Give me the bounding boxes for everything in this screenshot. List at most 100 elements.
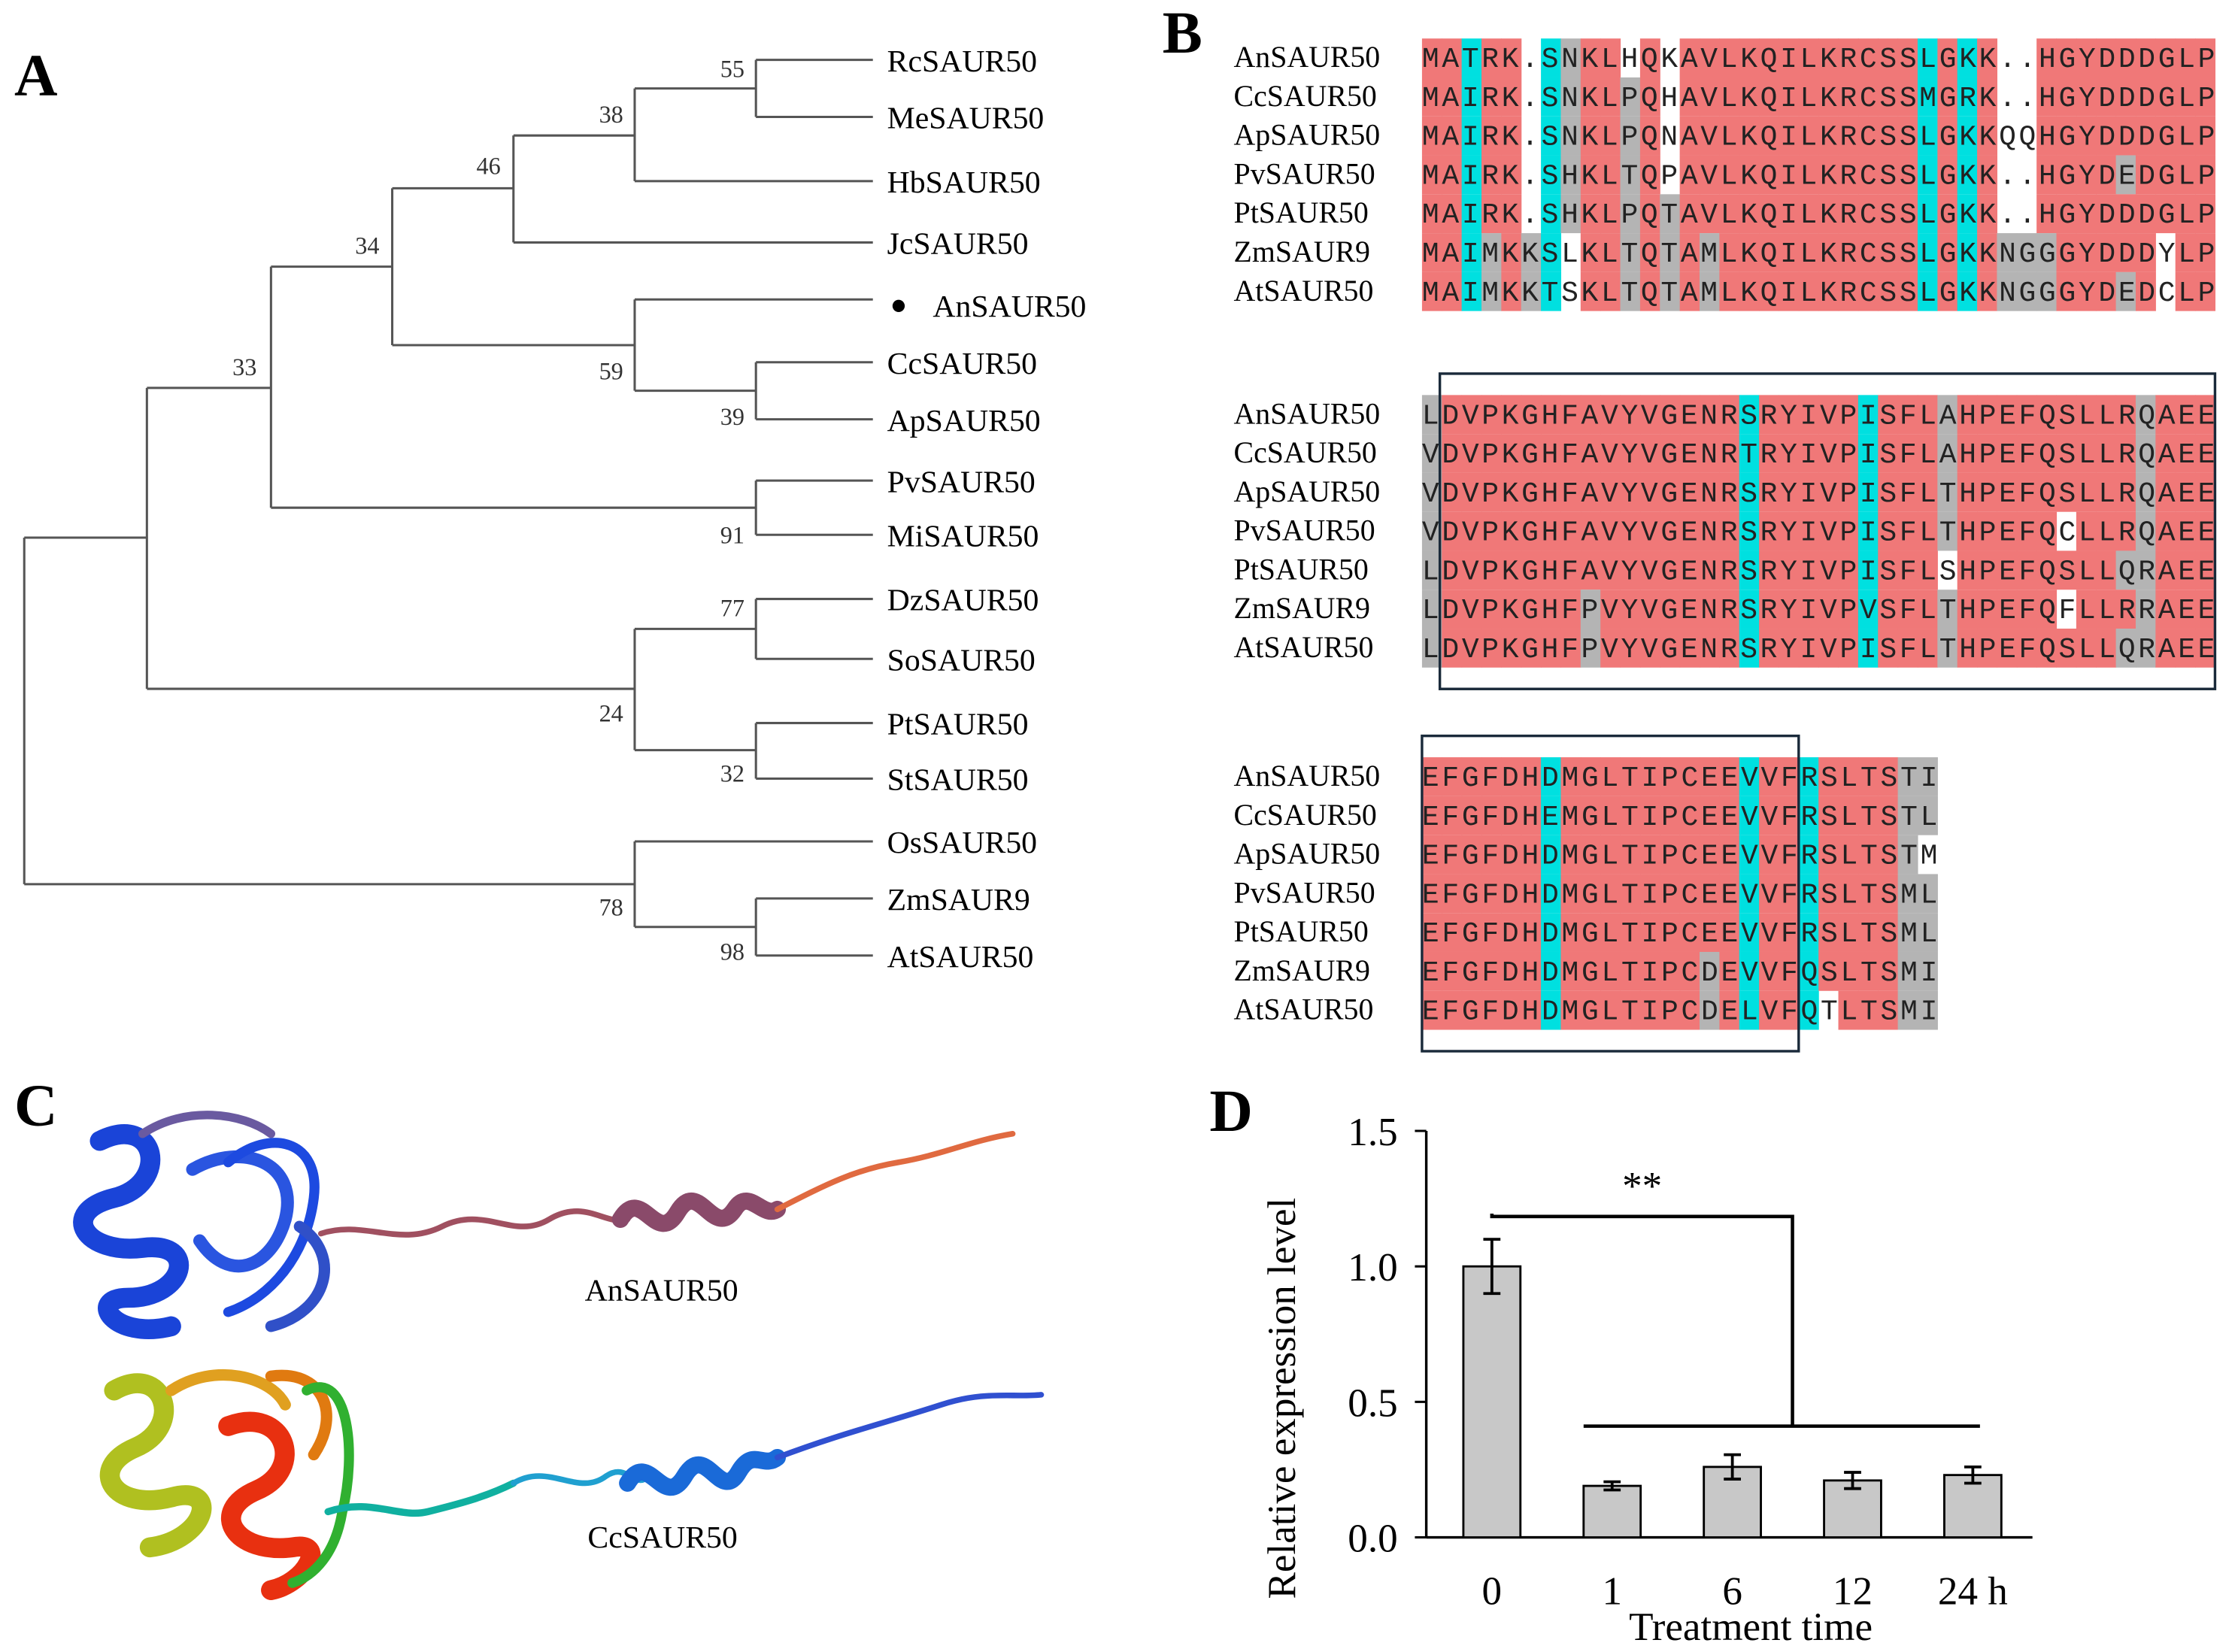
alignment-cell-shade xyxy=(2115,155,2136,195)
alignment-cell-shade xyxy=(1679,116,1700,156)
alignment-cell-shade xyxy=(1481,874,1502,914)
alignment-cell-shade xyxy=(1699,472,1720,512)
alignment-cell-shade xyxy=(1481,590,1502,629)
alignment-cell-shade xyxy=(1838,155,1859,195)
alignment-cell-shade xyxy=(1660,434,1681,473)
alignment-cell-shade xyxy=(1759,511,1780,551)
alignment-cell-shade xyxy=(1580,796,1601,835)
alignment-cell-shade xyxy=(1818,951,1839,991)
alignment-cell-shade xyxy=(1739,194,1760,234)
alignment-cell-shade xyxy=(2175,395,2196,435)
alignment-cell-shade xyxy=(1639,38,1660,77)
alignment-cell-shade xyxy=(1442,874,1463,914)
alignment-cell-shade xyxy=(1759,990,1780,1030)
alignment-cell-shade xyxy=(1600,116,1621,156)
alignment-cell-shade xyxy=(1759,395,1780,435)
alignment-cell-shade xyxy=(1857,472,1879,512)
alignment-cell-shade xyxy=(1759,472,1780,512)
alignment-cell-shade xyxy=(2195,395,2215,435)
alignment-cell-shade xyxy=(1521,550,1542,590)
alignment-cell-shade xyxy=(2175,511,2196,551)
alignment-cell-shade xyxy=(1639,395,1660,435)
alignment-cell-shade xyxy=(1461,796,1482,835)
alignment-cell-shade xyxy=(1501,434,1522,473)
alignment-cell-shade xyxy=(1620,951,1641,991)
alignment-cell-shade xyxy=(2036,511,2058,551)
alignment-cell-shade xyxy=(1501,116,1522,156)
alignment-cell-shade xyxy=(1719,271,1740,311)
alignment-cell-shade xyxy=(1838,77,1859,117)
alignment-cell-shade xyxy=(1937,77,1958,117)
alignment-cell-shade xyxy=(2135,271,2156,311)
alignment-cell-shade xyxy=(1997,434,2018,473)
alignment-cell-shade xyxy=(1977,395,1997,435)
alignment-cell-shade xyxy=(1461,472,1482,512)
error-bar xyxy=(1483,1238,1501,1296)
alignment-cell-shade xyxy=(1421,38,1442,77)
alignment-sequence-name: ZmSAUR9 xyxy=(1234,235,1370,268)
alignment-cell-shade xyxy=(2056,629,2077,668)
alignment-cell-shade xyxy=(2175,629,2196,668)
alignment-cell-shade xyxy=(1541,155,1562,195)
alignment-cell-shade xyxy=(1580,835,1601,874)
alignment-cell-shade xyxy=(2195,233,2215,272)
alignment-cell-shade xyxy=(1442,155,1463,195)
alignment-cell-shade xyxy=(1997,550,2018,590)
y-tick-label: 0.0 xyxy=(1348,1517,1397,1561)
alignment-cell-shade xyxy=(1580,590,1601,629)
alignment-cell-shade xyxy=(1759,155,1780,195)
alignment-cell-shade xyxy=(1857,951,1879,991)
alignment-cell-shade xyxy=(2036,155,2058,195)
alignment-cell-shade xyxy=(1857,913,1879,952)
alignment-cell-shade xyxy=(1521,629,1542,668)
alignment-cell-shade xyxy=(1699,757,1720,796)
alignment-cell-shade xyxy=(2096,395,2117,435)
tree-leaf-ptsaur50: PtSAUR50 xyxy=(887,708,1029,742)
alignment-cell-shade xyxy=(2195,155,2215,195)
alignment-cell-shade xyxy=(1838,194,1859,234)
alignment-cell-shade xyxy=(1897,590,1918,629)
x-tick-label: 0 xyxy=(1482,1570,1503,1614)
tree-leaf-misaur50: MiSAUR50 xyxy=(887,519,1039,553)
alignment-cell-shade xyxy=(1798,472,1819,512)
alignment-cell-shade xyxy=(1838,835,1859,874)
alignment-cell-shade xyxy=(1798,835,1819,874)
alignment-cell-shade xyxy=(1759,194,1780,234)
alignment-cell-shade xyxy=(2076,38,2097,77)
alignment-cell-shade xyxy=(1600,271,1621,311)
alignment-cell-shade xyxy=(1917,472,1938,512)
alignment-cell-shade xyxy=(1759,629,1780,668)
alignment-cell-shade xyxy=(1541,913,1562,952)
tree-leaf-sosaur50: SoSAUR50 xyxy=(887,643,1036,677)
tree-leaf-pvsaur50: PvSAUR50 xyxy=(887,465,1036,499)
alignment-cell-shade xyxy=(1580,990,1601,1030)
alignment-cell-shade xyxy=(1461,913,1482,952)
alignment-cell-shade xyxy=(1501,38,1522,77)
alignment-cell-shade xyxy=(1481,77,1502,117)
alignment-cell-shade xyxy=(1957,629,1978,668)
alignment-cell-shade xyxy=(2195,550,2215,590)
alignment-cell-shade xyxy=(2175,434,2196,473)
y-tick-label: 0.5 xyxy=(1348,1381,1397,1425)
alignment-cell-shade xyxy=(2115,194,2136,234)
alignment-cell-shade xyxy=(1442,38,1463,77)
tree-leaf-stsaur50: StSAUR50 xyxy=(887,763,1029,798)
alignment-cell-shade xyxy=(1798,874,1819,914)
tree-leaf-marker: ● xyxy=(890,289,907,320)
alignment-cell-shade xyxy=(2016,511,2037,551)
alignment-cell-shade xyxy=(1878,990,1899,1030)
alignment-cell-shade xyxy=(1897,629,1918,668)
alignment-cell-shade xyxy=(1897,550,1918,590)
x-tick-label: 12 xyxy=(1833,1570,1873,1614)
alignment-cell-shade xyxy=(1957,233,1978,272)
alignment-cell-shade xyxy=(1838,796,1859,835)
alignment-cell-shade xyxy=(1660,835,1681,874)
alignment-sequence-name: CcSAUR50 xyxy=(1234,80,1377,113)
alignment-cell-shade xyxy=(2056,550,2077,590)
alignment-cell-shade xyxy=(1679,951,1700,991)
panel-label-c: C xyxy=(14,1074,58,1140)
alignment-sequence-name: CcSAUR50 xyxy=(1234,436,1377,469)
bootstrap-value: 59 xyxy=(599,357,623,384)
alignment-cell-shade xyxy=(1917,271,1938,311)
